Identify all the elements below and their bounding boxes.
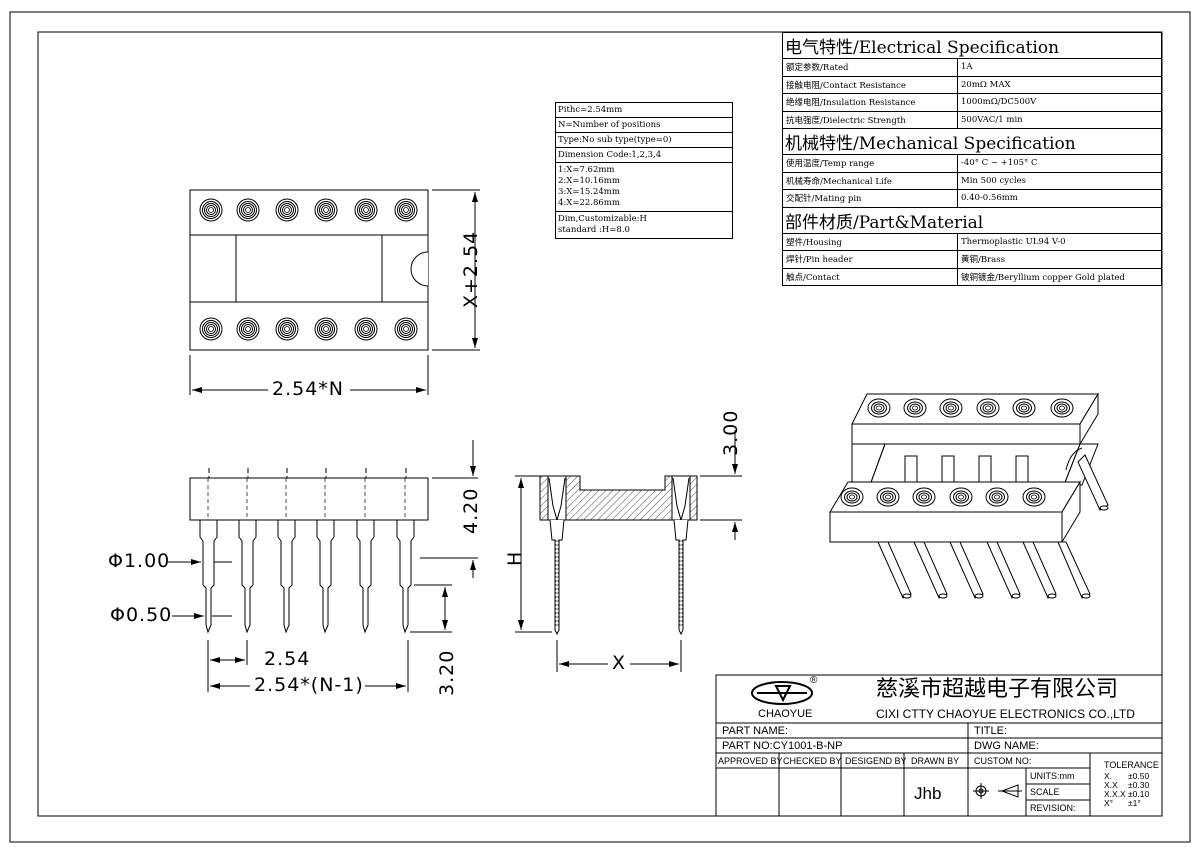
spec-row: 使用温度/Temp range-40° C ~ +105° C [782,154,1162,173]
dim-height-right: X+2.54 [460,230,482,308]
part-no: PART NO:CY1001-B-NP [722,740,843,752]
tolerance-value: ±0.10 [1128,789,1150,799]
spec-value: Min 500 cycles [957,171,1162,190]
isometric-view [829,392,1109,599]
spec-value: -40° C ~ +105° C [957,154,1162,173]
drawn-by-label: DRAWN BY [911,756,960,766]
note-code: 3:X=15.24mm [558,187,620,197]
front-view [168,440,478,692]
note-type: Type:No sub type(type=0) [556,133,732,148]
dim-pin-dia-large: Φ1.00 [108,550,171,572]
spec-label: 额定参数/Rated [782,58,958,77]
tolerance-list: X. ±0.50 X.X ±0.30 X.X.X±0.10 X° ±1° [1104,772,1158,808]
spec-value: 0.40-0.56mm [957,189,1162,208]
spec-value: 黄铜/Brass [957,250,1162,269]
dim-tail: 3.20 [436,649,458,696]
dim-x-label: X [612,652,627,674]
spec-value: 20mΩ MAX [957,75,1162,94]
spec-label: 机械寿命/Mechanical Life [782,171,958,190]
spec-value: 铍铜镀金/Beryllium copper Gold plated [957,267,1162,286]
note-custom-line: Dim,Customizable:H [558,214,647,224]
material-title: 部件材质/Part&Material [782,206,1162,234]
registered-mark: ® [810,675,818,686]
revision-label: REVISION: [1030,803,1076,813]
title-block-frame [715,674,1163,817]
part-name-label: PART NAME: [722,725,789,737]
tolerance-row: X° ±1° [1104,799,1158,808]
tolerance-value: ±1° [1128,798,1141,808]
company-en: CIXI CTTY CHAOYUE ELECTRONICS CO.,LTD [876,707,1135,721]
tolerance-key: X. [1104,771,1113,781]
notes-box: Pithc=2.54mm N=Number of positions Type:… [555,102,733,239]
dim-body-height: 4.20 [460,487,482,534]
dwg-name-label: DWG NAME: [974,740,1039,752]
spec-value: 500VAC/1 min [957,110,1162,129]
section-view [515,430,742,672]
note-custom: Dim,Customizable:H standard :H=8.0 [556,212,732,238]
spec-label: 绝缘电阻/Insulation Resistance [782,93,958,112]
spec-value: 1A [957,58,1162,77]
spec-label: 抗电强度/Dielectric Strength [782,110,958,129]
note-code: 2:X=10.16mm [558,176,620,186]
note-pitch: Pithc=2.54mm [556,103,732,118]
front-pins [199,478,415,634]
scale-label: SCALE [1030,787,1060,797]
spec-label: 触点/Contact [782,267,958,286]
tolerance-row: X.X.X±0.10 [1104,790,1158,799]
company-cn: 慈溪市超越电子有限公司 [876,677,1119,702]
custom-no-label: CUSTOM NO: [974,756,1032,766]
units-label: UNITS:mm [1030,771,1075,781]
approved-by-label: APPROVED BY [718,756,783,766]
dim-top-offset: 3.00 [720,409,742,456]
dim-h-label: H [504,550,526,566]
spec-label: 交配针/Mating pin [782,189,958,208]
spec-value: Thermoplastic UL94 V-0 [957,232,1162,251]
note-custom-line: standard :H=8.0 [558,225,630,235]
tolerance-row: X. ±0.50 [1104,772,1158,781]
tolerance-value: ±0.50 [1128,771,1150,781]
note-code: 4:X=22.86mm [558,198,620,208]
drawn-by-value: Jhb [914,784,942,803]
tolerance-key: X.X [1104,780,1118,790]
spec-label: 接触电阻/Contact Resistance [782,75,958,94]
spec-label: 塑件/Housing [782,232,958,251]
tolerance-value: ±0.30 [1128,780,1150,790]
tolerance-title: TOLERANCE [1104,760,1159,770]
dim-span: 2.54*(N-1) [254,674,364,696]
dim-pitch: 2.54 [264,648,311,670]
electrical-title: 电气特性/Electrical Specification [782,32,1162,59]
checked-by-label: CHECKED BY [783,756,842,766]
note-code: 1:X=7.62mm [558,165,615,175]
mechanical-title: 机械特性/Mechanical Specification [782,128,1162,155]
tolerance-key: X° [1104,798,1114,808]
dim-width-bottom: 2.54*N [272,378,345,400]
spec-label: 使用温度/Temp range [782,154,958,173]
note-dimension-code: Dimension Code:1,2,3,4 [556,148,732,163]
logo-label: CHAOYUE [758,708,813,720]
title-label: TITLE: [974,725,1008,737]
tolerance-key: X.X.X [1104,789,1126,799]
spec-label: 焊针/Pin header [782,250,958,269]
spec-table: 电气特性/Electrical Specification 额定参数/Rated… [782,32,1162,286]
tolerance-row: X.X ±0.30 [1104,781,1158,790]
top-view [189,189,480,395]
spec-value: 1000mΩ/DC500V [957,93,1162,112]
note-codes: 1:X=7.62mm 2:X=10.16mm 3:X=15.24mm 4:X=2… [556,163,732,212]
designed-by-label: DESIGEND BY [845,756,907,766]
note-n: N=Number of positions [556,118,732,133]
dim-pin-dia-small: Φ0.50 [110,604,173,626]
